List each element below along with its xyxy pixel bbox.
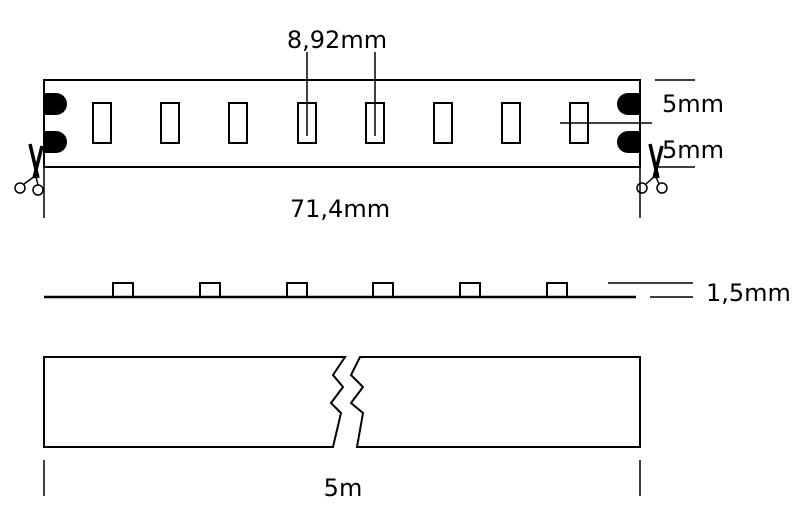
scissors-icon bbox=[14, 143, 44, 196]
led-row bbox=[92, 102, 589, 144]
led-side bbox=[199, 282, 221, 298]
led-chip bbox=[228, 102, 248, 144]
led-side bbox=[546, 282, 568, 298]
led-side-row bbox=[112, 282, 568, 298]
strip-outline bbox=[43, 79, 641, 168]
strip-full-length-view: 5m bbox=[43, 356, 641, 502]
pitch-label: 8,92mm bbox=[287, 26, 387, 54]
solder-pad bbox=[617, 131, 640, 153]
strip-left-piece bbox=[43, 356, 347, 448]
thickness-dimension: 1,5mm bbox=[608, 279, 791, 307]
led-chip bbox=[501, 102, 521, 144]
thickness-label: 1,5mm bbox=[706, 279, 791, 307]
led-side bbox=[459, 282, 481, 298]
scissors-icon bbox=[636, 143, 668, 194]
pitch-dimension: 8,92mm bbox=[287, 26, 387, 136]
strip-right-piece bbox=[349, 356, 641, 448]
solder-pads-left bbox=[44, 93, 67, 153]
solder-pad bbox=[44, 93, 67, 115]
led-side bbox=[372, 282, 394, 298]
solder-pad bbox=[44, 131, 67, 153]
strip-top-view: 8,92mm 5mm 5mm 71,4 bbox=[14, 26, 724, 223]
pad-height-dimension: 5mm 5mm bbox=[560, 79, 724, 168]
strip-side-view: 1,5mm bbox=[44, 279, 791, 307]
led-side bbox=[286, 282, 308, 298]
led-chip bbox=[160, 102, 180, 144]
segment-length-dimension: 71,4mm bbox=[43, 167, 641, 223]
total-length-label: 5m bbox=[324, 474, 363, 502]
pad-height-top-label: 5mm bbox=[662, 90, 724, 118]
solder-pads-right bbox=[617, 93, 640, 153]
solder-pad bbox=[617, 93, 640, 115]
led-chip bbox=[92, 102, 112, 144]
segment-length-label: 71,4mm bbox=[290, 195, 390, 223]
total-length-dimension: 5m bbox=[43, 460, 641, 502]
led-side bbox=[112, 282, 134, 298]
pad-height-bottom-label: 5mm bbox=[662, 136, 724, 164]
led-chip bbox=[433, 102, 453, 144]
